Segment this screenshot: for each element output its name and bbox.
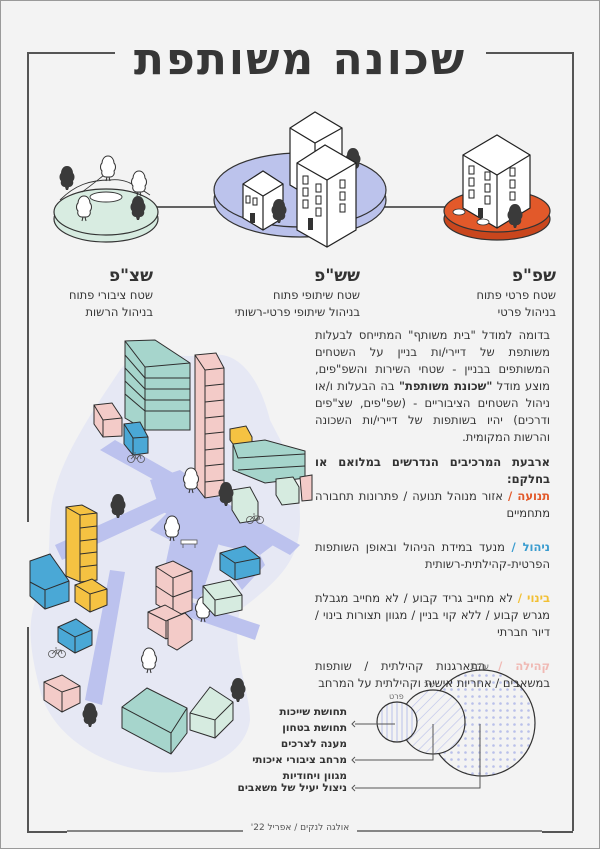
venn-callout-world: ניצול יעיל של משאבים (238, 780, 347, 796)
zone-desc: בניהול הרשות (85, 305, 153, 319)
component-text: מנעד במידת הניהול ובאופן השותפות הפרטית-… (315, 540, 550, 571)
component-text: התארגנות קהילתית / שותפות במשאבים / אחרי… (315, 659, 550, 690)
intro-text: בה הבעלות ו/או ניהול השטחים הציבוריים - … (315, 379, 550, 444)
component-keyword: קהילה / (498, 659, 550, 673)
components-section: ארבעת המרכיבים הנדרשים במלואם או בחלקם: … (315, 454, 550, 692)
component-item-community: קהילה / התארגנות קהילתית / שותפות במשאבי… (315, 658, 550, 692)
callout-line: מרחב ציבורי איכותי (252, 754, 347, 766)
shared-buildings-island-icon (213, 111, 387, 248)
intro-bold: "שכונת משותפת" (399, 379, 493, 393)
frame-top-right (486, 52, 574, 54)
zone-desc: שטח שיתופי פתוח (273, 288, 360, 302)
zone-label-shapap: שפ"פ שטח פרטי פתוח בניהול פרטי (476, 266, 556, 321)
frame-right (572, 52, 574, 831)
zone-title: שפ"פ (511, 266, 556, 286)
park-island-icon (53, 155, 159, 243)
zone-label-shashap: שש"פ שטח שיתופי פתוח בניהול שיתופי פרטי-… (235, 266, 360, 321)
frame-bottom-left (27, 831, 67, 833)
venn-callout-individual: תחושת שייכות תחושת בטחון מענה לצרכים (279, 704, 347, 752)
frame-left-upper (27, 52, 29, 522)
zone-desc: בניהול שיתופי פרטי-רשותי (234, 305, 360, 319)
zone-desc: שטח ציבורי פתוח (68, 288, 153, 302)
circle-label-individual: פרט (389, 692, 404, 701)
footer-credit: אולגה לנקים / אפריל 22' (0, 823, 600, 833)
component-keyword: בינוי / (517, 591, 551, 605)
page-title: שכונה משותפת (0, 34, 600, 86)
callout-line: מענה לצרכים (280, 738, 347, 750)
components-heading: ארבעת המרכיבים הנדרשים במלואם או בחלקם: (315, 455, 550, 486)
zone-title: שצ"פ (108, 266, 153, 286)
component-keyword: תנועה / (507, 489, 550, 503)
zone-desc: שטח פרטי פתוח (476, 288, 556, 302)
private-building-island-icon (443, 134, 551, 241)
frame-top-left (27, 52, 115, 54)
footer-text: אולגה לנקים / אפריל 22' (242, 823, 358, 833)
component-item-movement: תנועה / אזור מנוהל תנועה / פתרונות תחבור… (315, 488, 550, 522)
callout-line: ניצול יעיל של משאבים (237, 782, 347, 794)
callout-line: תחושת בטחון (282, 722, 347, 734)
circle-label-world: עולם (472, 662, 490, 671)
neighborhood-map-illustration (29, 339, 313, 773)
zone-desc: בניהול פרטי (497, 305, 556, 319)
frame-left-lower (27, 627, 29, 831)
circle-label-city: עיר (424, 680, 436, 689)
component-keyword: ניהול / (511, 540, 551, 554)
zone-label-shatzap: שצ"פ שטח ציבורי פתוח בניהול הרשות (69, 266, 153, 321)
callout-line: מגוון ויחודיות (282, 770, 347, 782)
intro-text: בדומה למודל "בית משותף" המתייחס לבעלות מ… (315, 328, 550, 393)
component-text: לא מחייב גריד קבוע / לא מחייב מגבלת מגרש… (315, 591, 550, 639)
zone-title: שש"פ (314, 266, 360, 286)
page-title-text: שכונה משותפת (121, 34, 479, 85)
component-item-management: ניהול / מנעד במידת הניהול ובאופן השותפות… (315, 539, 550, 573)
callout-line: תחושת שייכות (279, 706, 347, 718)
intro-paragraph: בדומה למודל "בית משותף" המתייחס לבעלות מ… (315, 327, 550, 446)
venn-callout-city: מרחב ציבורי איכותי מגוון ויחודיות (252, 752, 347, 784)
venn-diagram (351, 669, 536, 792)
frame-bottom-right (542, 831, 573, 833)
component-item-building: בינוי / לא מחייב גריד קבוע / לא מחייב מג… (315, 590, 550, 641)
component-text: אזור מנוהל תנועה / פתרונות תחבורה מתחמיי… (315, 489, 550, 520)
